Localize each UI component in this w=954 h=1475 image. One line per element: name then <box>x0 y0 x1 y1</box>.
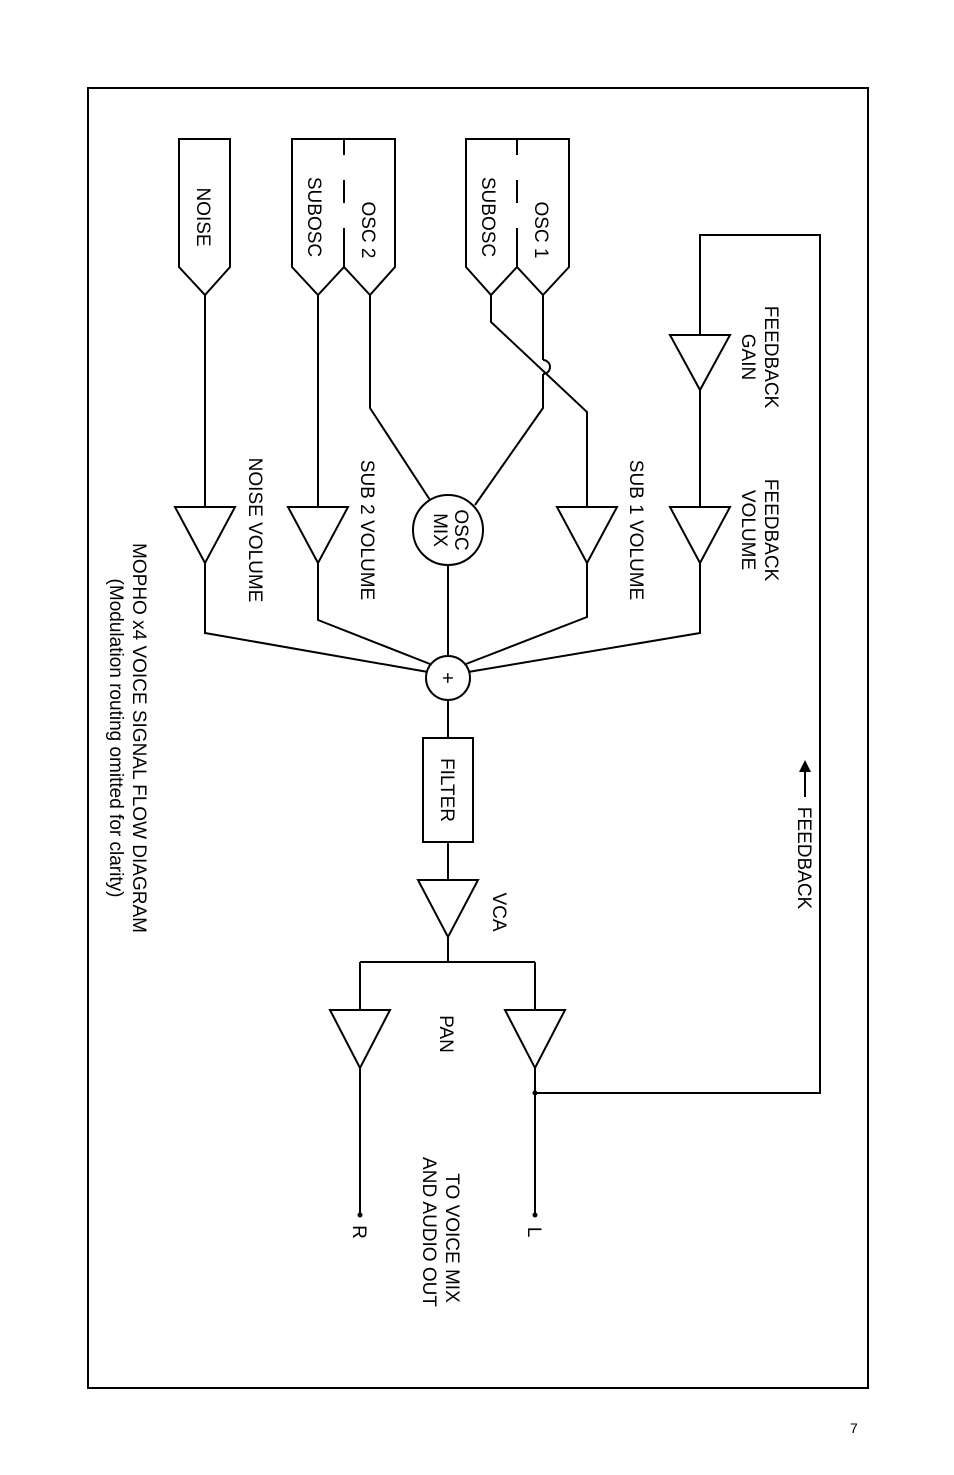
feedback-volume-label-2: VOLUME <box>737 490 758 570</box>
feedback-gain-label-1: FEEDBACK <box>760 306 781 409</box>
sub1-volume-label: SUB 1 VOLUME <box>625 460 646 600</box>
noise-volume-amp <box>173 506 237 566</box>
sub2-volume-amp <box>286 506 350 566</box>
osc2-suosc-block <box>291 138 396 297</box>
subosc2-label: SUBOSC <box>303 177 324 257</box>
output-label-1: TO VOICE MIX <box>441 1173 462 1303</box>
diagram-subtitle: (Modulation routing omitted for clarity) <box>105 579 126 898</box>
feedback-volume-label-1: FEEDBACK <box>760 479 781 582</box>
diagram-frame <box>87 87 869 1389</box>
vca-amp <box>416 879 480 940</box>
feedback-gain-amp <box>668 334 732 393</box>
sum-label: + <box>436 672 458 684</box>
osc-mix-label-2: MIX <box>429 513 450 547</box>
feedback-gain-label-2: GAIN <box>737 334 758 380</box>
page-number: 7 <box>850 1420 858 1436</box>
subosc1-label: SUBOSC <box>477 177 498 257</box>
right-output-label: R <box>348 1225 369 1239</box>
diagram-title: MOPHO x4 VOICE SIGNAL FLOW DIAGRAM <box>128 543 149 933</box>
osc1-label: OSC 1 <box>530 201 551 258</box>
noise-block <box>178 138 231 297</box>
pan-label: PAN <box>435 1015 456 1053</box>
pan-right-amp <box>328 1009 392 1071</box>
filter-label: FILTER <box>436 758 457 822</box>
sub1-volume-amp <box>555 506 619 566</box>
feedback-label: FEEDBACK <box>793 807 814 910</box>
left-output-label: L <box>523 1227 544 1238</box>
sub2-volume-label: SUB 2 VOLUME <box>356 460 377 600</box>
osc-mix-node <box>412 494 484 566</box>
vca-label: VCA <box>488 892 509 931</box>
osc2-label: OSC 2 <box>357 201 378 258</box>
filter-block <box>422 737 474 843</box>
sum-node <box>425 655 471 701</box>
osc1-subosc-block <box>465 138 570 297</box>
noise-volume-label: NOISE VOLUME <box>244 458 265 603</box>
output-label-2: AND AUDIO OUT <box>418 1157 439 1307</box>
noise-label: NOISE <box>192 187 213 246</box>
pan-left-amp <box>503 1009 567 1071</box>
osc-mix-label-1: OSC <box>450 509 471 550</box>
feedback-volume-amp <box>668 506 732 566</box>
